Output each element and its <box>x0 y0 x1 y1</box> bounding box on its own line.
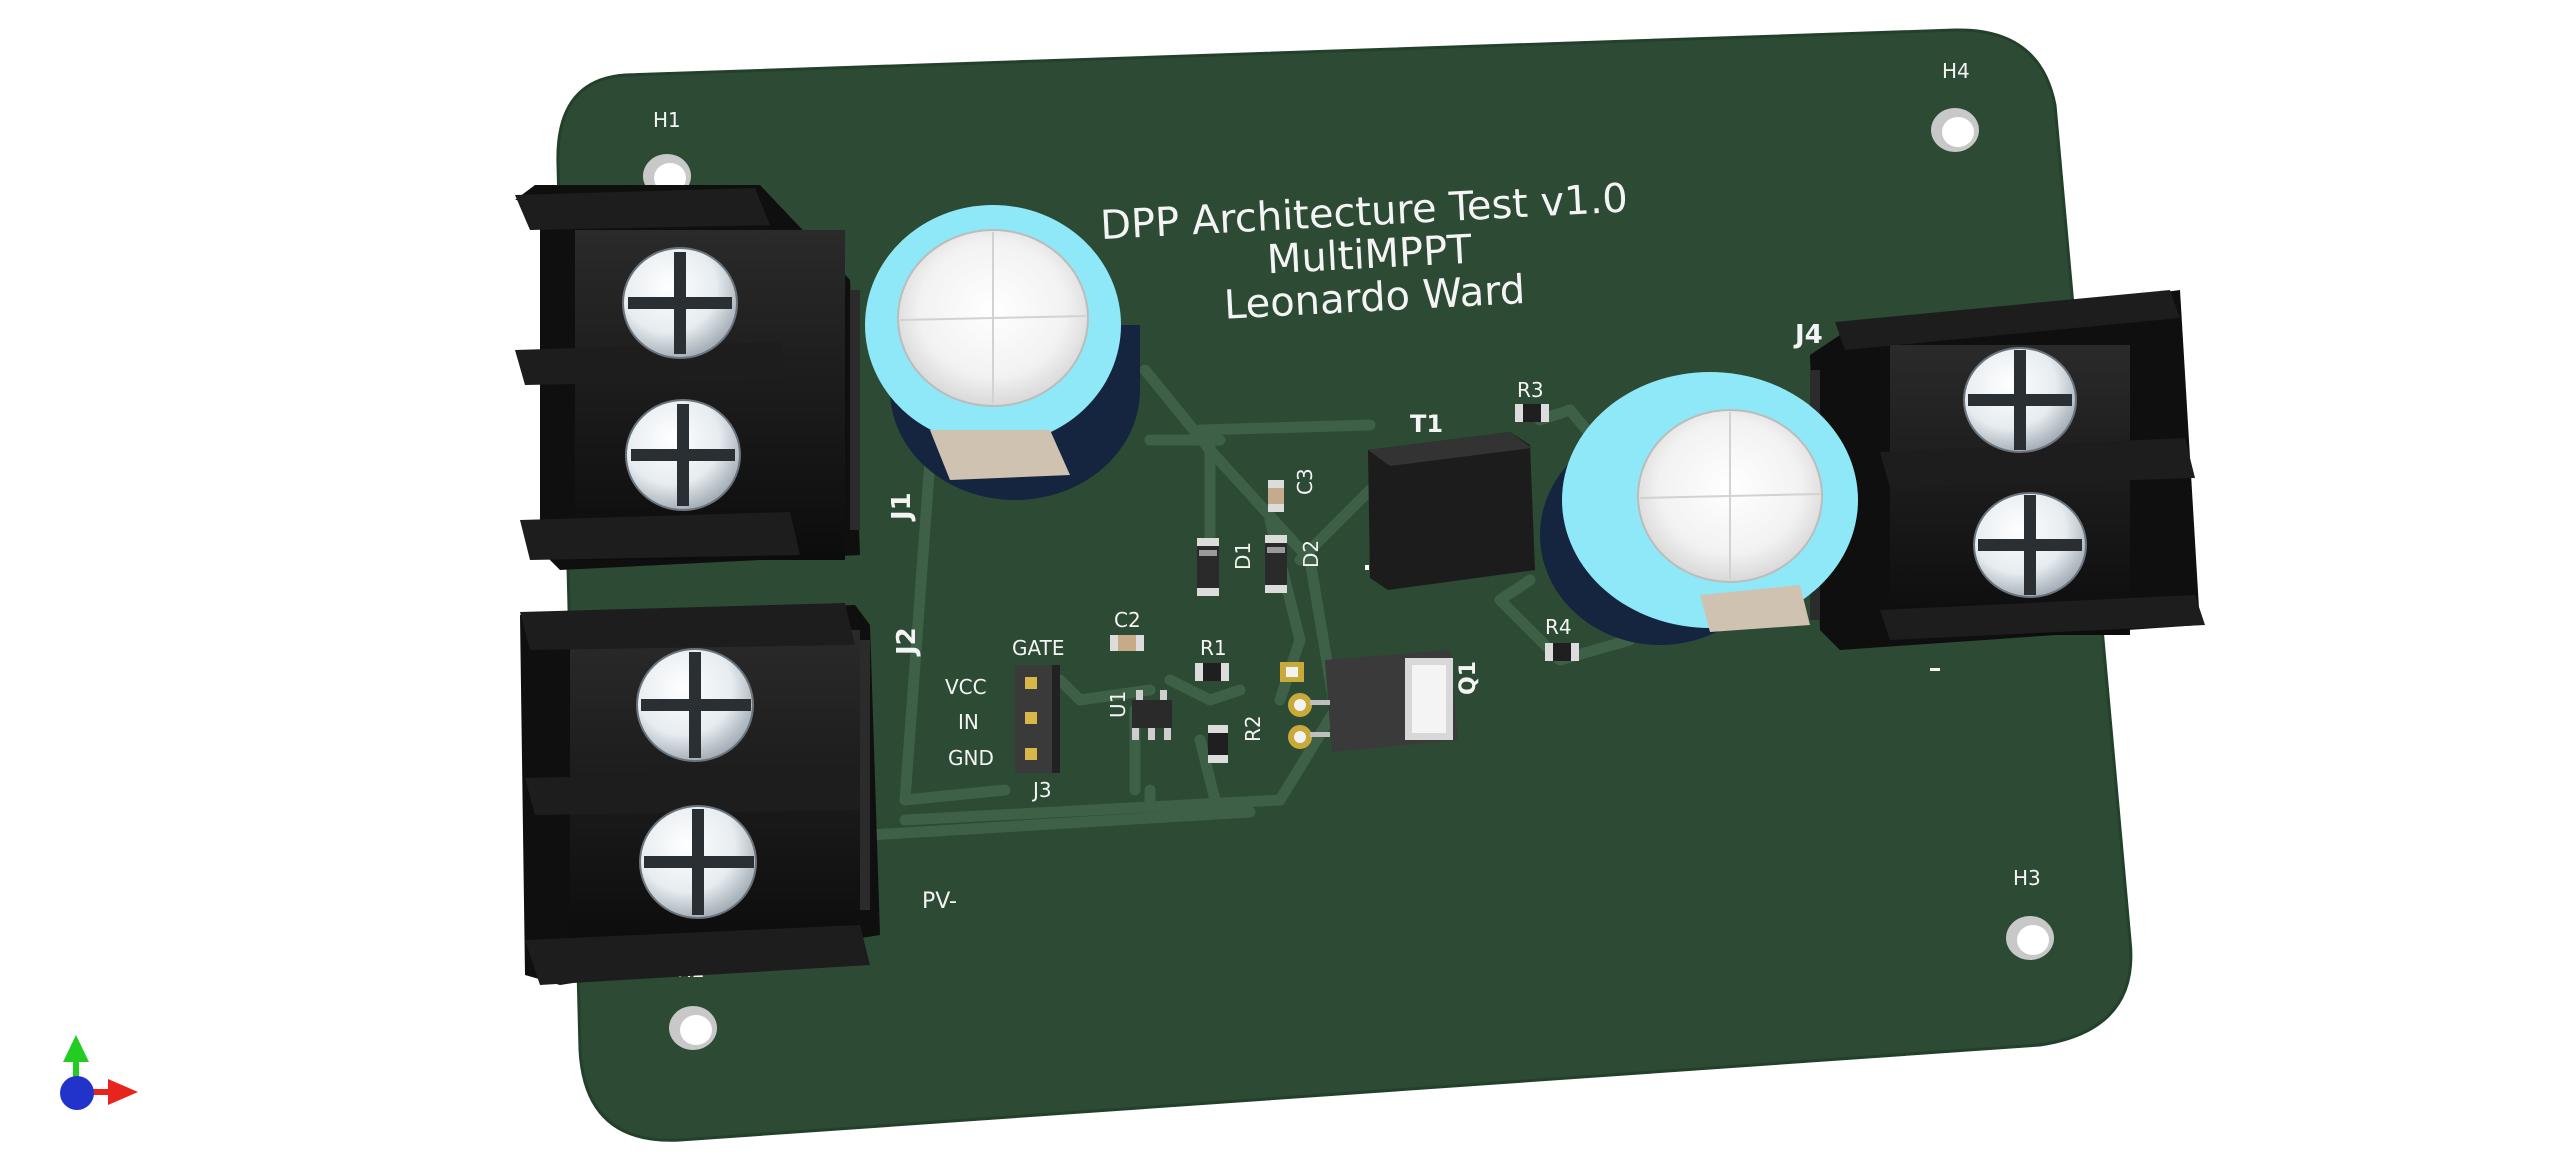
label-r1: R1 <box>1200 636 1227 660</box>
z-axis-sphere-icon <box>60 1076 94 1110</box>
pad-icon <box>1280 662 1304 682</box>
ic-u1 <box>1132 690 1172 740</box>
mounting-hole-h2 <box>669 1006 717 1050</box>
resistor-r4 <box>1545 643 1579 661</box>
label-d2: D2 <box>1299 540 1323 568</box>
terminal-block-j2 <box>520 603 880 985</box>
label-u1: U1 <box>1106 691 1130 718</box>
label-j1: J1 <box>887 492 917 522</box>
label-gate: GATE <box>1012 636 1064 660</box>
label-h3: H3 <box>2013 866 2041 890</box>
inductor-t1 <box>1365 432 1535 590</box>
header-j3 <box>1015 665 1060 773</box>
label-j3: J3 <box>1031 778 1052 802</box>
label-j4: J4 <box>1793 320 1823 350</box>
screw-icon <box>639 805 757 919</box>
screw-icon <box>1963 347 2077 453</box>
terminal-block-j4 <box>1810 290 2205 650</box>
capacitor-c3 <box>1268 480 1284 512</box>
label-r3: R3 <box>1517 378 1544 402</box>
axes-orientation-widget[interactable] <box>60 1035 138 1110</box>
label-j2: J2 <box>892 627 922 657</box>
label-c2: C2 <box>1114 608 1141 632</box>
mosfet-q1 <box>1280 650 1458 752</box>
capacitor-c2 <box>1110 635 1144 651</box>
label-pv-minus: PV- <box>922 889 957 914</box>
resistor-r1 <box>1195 663 1229 681</box>
label-vcc: VCC <box>945 675 987 699</box>
label-r4: R4 <box>1545 615 1572 639</box>
label-d1: D1 <box>1231 542 1255 570</box>
terminal-block-j1 <box>515 185 860 570</box>
title-line-2: MultiMPPT <box>1266 227 1474 284</box>
label-c3: C3 <box>1293 468 1317 495</box>
label-gnd: GND <box>948 746 994 770</box>
capacitor-left <box>865 205 1140 500</box>
label-h4: H4 <box>1942 59 1970 83</box>
mounting-hole-h4 <box>1931 108 1979 152</box>
label-t1: T1 <box>1410 410 1443 438</box>
screw-icon <box>1973 492 2087 598</box>
screw-icon <box>622 247 738 359</box>
silk-mark <box>1930 668 1940 671</box>
label-r2: R2 <box>1241 715 1265 742</box>
capacitor-right <box>1540 372 1858 645</box>
label-q1: Q1 <box>1456 661 1481 695</box>
resistor-r3 <box>1515 404 1549 422</box>
mounting-hole-h3 <box>2006 916 2054 960</box>
resistor-r2 <box>1208 725 1228 763</box>
diode-d2 <box>1265 535 1287 593</box>
screw-icon <box>636 648 754 762</box>
label-h1: H1 <box>653 108 681 132</box>
label-in: IN <box>958 710 979 734</box>
x-axis-arrow-icon <box>82 1079 138 1105</box>
diode-d1 <box>1197 538 1219 596</box>
screw-icon <box>625 399 741 511</box>
